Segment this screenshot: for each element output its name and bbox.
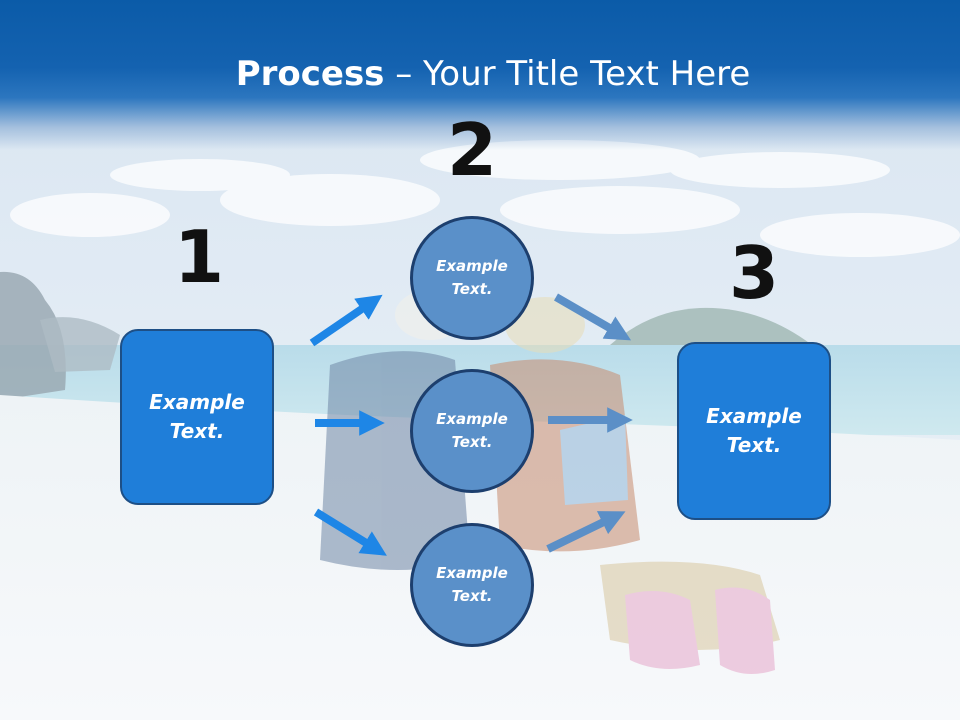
step-2-circle-top: Example Text.	[410, 216, 534, 340]
step-1-box: Example Text.	[120, 329, 274, 505]
circle-top-text: Example Text.	[436, 257, 508, 298]
slide-title: Process – Your Title Text Here	[0, 52, 960, 96]
step-3-box-text: Example Text.	[706, 404, 802, 457]
step-number-3: 3	[728, 231, 780, 315]
header-band	[0, 0, 960, 150]
circle-middle-text: Example Text.	[436, 410, 508, 451]
title-rest: – Your Title Text Here	[384, 54, 751, 94]
title-bold: Process	[235, 54, 385, 94]
step-1-box-text: Example Text.	[149, 390, 245, 443]
step-2-circle-middle: Example Text.	[410, 369, 534, 493]
step-number-2: 2	[446, 108, 498, 192]
step-2-circle-bottom: Example Text.	[410, 523, 534, 647]
circle-bottom-text: Example Text.	[436, 564, 508, 605]
step-number-1: 1	[173, 215, 225, 299]
step-3-box: Example Text.	[677, 342, 831, 520]
